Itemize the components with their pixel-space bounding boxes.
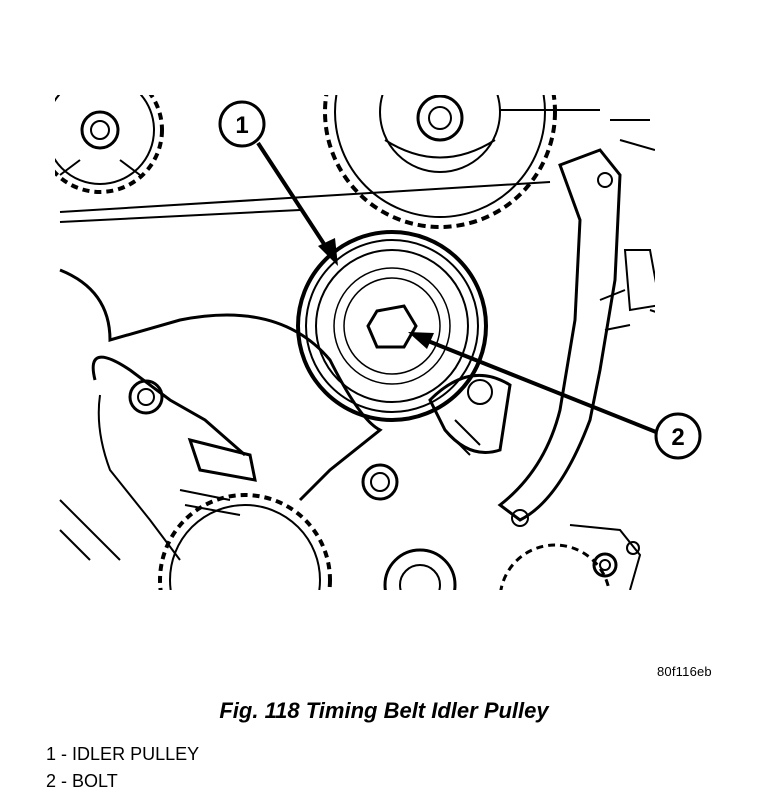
legend-number: 1: [46, 744, 57, 764]
legend-number: 2: [46, 771, 57, 791]
legend-label: IDLER PULLEY: [72, 744, 200, 764]
bracket-stud: [569, 524, 642, 590]
legend-separator: -: [61, 771, 68, 791]
idler-bolt: [366, 304, 418, 349]
legend-item: 2 - BOLT: [46, 768, 199, 795]
figure-caption: Fig. 118 Timing Belt Idler Pulley: [219, 698, 549, 723]
tensioner-arm: [428, 373, 512, 456]
parts-legend: 1 - IDLER PULLEY 2 - BOLT: [46, 741, 199, 795]
callout-2: 2: [408, 332, 702, 460]
legend-label: BOLT: [72, 771, 118, 791]
engine-timing-illustration: 1 2: [55, 95, 702, 590]
left-camshaft-sprocket: [55, 95, 164, 194]
callout-1: 1: [218, 100, 338, 266]
legend-separator: -: [61, 744, 68, 764]
timing-cover-bracket: [497, 109, 655, 527]
crankshaft-sprocket: [158, 437, 332, 590]
right-camshaft-sprocket: [323, 95, 557, 229]
engine-block-left: [59, 268, 399, 561]
svg-text:1: 1: [235, 112, 248, 139]
svg-text:2: 2: [671, 424, 684, 451]
idler-pulley: [296, 230, 488, 422]
figure-code: 80f116eb: [657, 664, 712, 679]
legend-item: 1 - IDLER PULLEY: [46, 741, 199, 768]
lower-pulley: [383, 543, 611, 590]
